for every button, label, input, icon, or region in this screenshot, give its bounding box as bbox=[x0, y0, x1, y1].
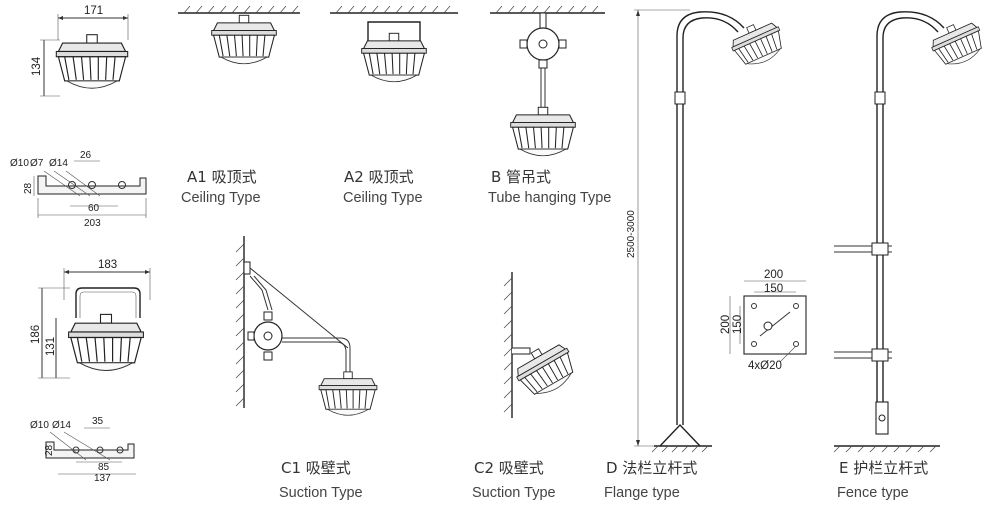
caption-b-zh: B 管吊式 bbox=[491, 168, 551, 186]
flange-plate-drawing: 200 150 200 150 4xØ20 bbox=[720, 269, 807, 372]
e-fence-pole-diagram bbox=[833, 11, 990, 453]
dim-bracket-d14: Ø14 bbox=[49, 158, 68, 169]
dim-bracket2-35: 35 bbox=[92, 416, 104, 427]
dim-front-width: 171 bbox=[84, 5, 103, 17]
dim-flange-150-h: 150 bbox=[764, 283, 783, 295]
a1-ceiling-diagram bbox=[178, 5, 300, 65]
d-flange-pole-diagram: 2500-3000 bbox=[626, 9, 790, 453]
b-tube-hanging-diagram bbox=[490, 5, 605, 157]
dim-bracket2-d14: Ø14 bbox=[52, 420, 71, 431]
side-view-drawing: 183 186 131 bbox=[30, 259, 151, 379]
c1-suction-diagram bbox=[235, 236, 378, 416]
caption-c1-zh: C1 吸壁式 bbox=[281, 459, 351, 477]
caption-b-en: Tube hanging Type bbox=[488, 190, 611, 206]
dim-bracket2-28: 28 bbox=[44, 444, 55, 456]
caption-a1-en: Ceiling Type bbox=[181, 190, 261, 206]
caption-a1-zh: A1 吸顶式 bbox=[187, 168, 257, 186]
a2-ceiling-diagram bbox=[330, 5, 458, 83]
caption-e-zh: E 护栏立杆式 bbox=[839, 459, 928, 477]
dim-flange-200-h: 200 bbox=[764, 269, 783, 281]
dim-bracket2-137: 137 bbox=[94, 473, 111, 484]
dim-bracket-28: 28 bbox=[23, 182, 34, 194]
caption-c2-en: Suction Type bbox=[472, 485, 556, 501]
dim-side-186: 186 bbox=[30, 325, 42, 344]
caption-a2-en: Ceiling Type bbox=[343, 190, 423, 206]
dim-bracket-d10: Ø10 bbox=[10, 158, 29, 169]
dim-side-width: 183 bbox=[98, 259, 117, 271]
dim-side-131: 131 bbox=[45, 337, 57, 356]
dim-bracket-26: 26 bbox=[80, 150, 92, 161]
dim-bracket2-d10: Ø10 bbox=[30, 420, 49, 431]
caption-a2-zh: A2 吸顶式 bbox=[344, 168, 414, 186]
caption-d-en: Flange type bbox=[604, 485, 680, 501]
dim-flange-150-v: 150 bbox=[732, 315, 744, 334]
dim-bracket-203: 203 bbox=[84, 218, 101, 229]
dim-bracket2-85: 85 bbox=[98, 462, 110, 473]
caption-d-zh: D 法栏立杆式 bbox=[606, 459, 697, 477]
caption-c1-en: Suction Type bbox=[279, 485, 363, 501]
bracket-drawing-1: Ø10 Ø7 Ø14 26 28 60 203 bbox=[10, 150, 147, 229]
c2-suction-diagram bbox=[503, 272, 583, 418]
bracket-drawing-2: Ø10 Ø14 35 28 85 137 bbox=[30, 416, 136, 484]
dim-flange-holes: 4xØ20 bbox=[748, 360, 782, 372]
caption-e-en: Fence type bbox=[837, 485, 909, 501]
dim-bracket-60: 60 bbox=[88, 203, 100, 214]
dim-flange-200-v: 200 bbox=[720, 315, 732, 334]
dim-pole-height: 2500-3000 bbox=[626, 210, 637, 258]
caption-c2-zh: C2 吸壁式 bbox=[474, 459, 544, 477]
dim-front-height: 134 bbox=[31, 56, 43, 76]
front-view-drawing: 171 134 bbox=[31, 5, 129, 97]
dim-bracket-d7: Ø7 bbox=[30, 158, 44, 169]
